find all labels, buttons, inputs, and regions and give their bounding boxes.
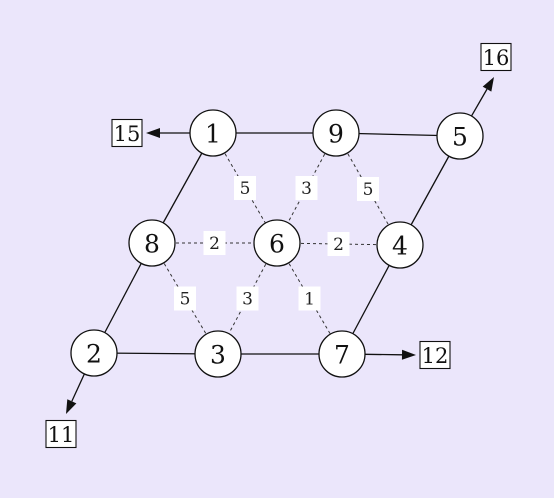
output-box-label: 11 bbox=[48, 423, 75, 447]
edge-weight-label: 3 bbox=[242, 290, 253, 310]
arrowhead-icon bbox=[66, 399, 77, 414]
output-box bbox=[45, 419, 77, 449]
node-label: 7 bbox=[334, 341, 350, 370]
node-2: 2 bbox=[70, 329, 118, 377]
node-circle bbox=[70, 329, 118, 377]
output-box-label: 15 bbox=[114, 122, 141, 146]
node-8: 8 bbox=[128, 219, 176, 267]
node-label: 9 bbox=[328, 120, 344, 149]
arrow-shaft bbox=[71, 373, 85, 402]
arrowhead-icon bbox=[146, 128, 160, 138]
edge-weight-label: 2 bbox=[209, 234, 220, 254]
node-circle bbox=[189, 109, 237, 157]
node-label: 1 bbox=[205, 120, 221, 149]
node-label: 8 bbox=[144, 230, 160, 259]
node-circle bbox=[194, 330, 242, 378]
node-label: 6 bbox=[269, 230, 285, 259]
arrowhead-icon bbox=[482, 77, 494, 92]
weight-label-background bbox=[357, 177, 379, 201]
arrow-shaft bbox=[364, 353, 403, 356]
weight-label-background bbox=[203, 231, 226, 255]
arrow-shaft bbox=[470, 88, 488, 117]
output-box bbox=[480, 42, 512, 72]
node-label: 4 bbox=[392, 232, 408, 261]
node-layer: 1 9 5 8 6 4 2 3 7 bbox=[70, 109, 484, 378]
edge-weight-label: 5 bbox=[180, 290, 191, 310]
node-circle bbox=[318, 330, 366, 378]
weight-label-background bbox=[234, 176, 256, 200]
weight-label-background bbox=[295, 176, 318, 200]
weight-label-background bbox=[174, 286, 196, 311]
output-box bbox=[111, 118, 143, 148]
weight-layer: 5 3 5 2 2 5 3 1 bbox=[174, 176, 379, 311]
node-label: 5 bbox=[452, 123, 468, 152]
output-box bbox=[419, 340, 451, 370]
node-label: 3 bbox=[210, 341, 226, 370]
node-3: 3 bbox=[194, 330, 242, 378]
node-1: 1 bbox=[189, 109, 237, 157]
node-6: 6 bbox=[253, 219, 301, 267]
weight-label-background bbox=[327, 232, 350, 256]
node-circle bbox=[128, 219, 176, 267]
output-box-label: 16 bbox=[483, 46, 510, 70]
edge-weight-label: 3 bbox=[301, 179, 312, 199]
node-9: 9 bbox=[312, 109, 360, 157]
node-7: 7 bbox=[318, 330, 366, 378]
node-circle bbox=[436, 112, 484, 160]
edge-weight-label: 1 bbox=[304, 290, 315, 310]
node-5: 5 bbox=[436, 112, 484, 160]
edge-weight-label: 2 bbox=[333, 235, 344, 255]
output-box-label: 12 bbox=[422, 344, 449, 368]
weight-label-background bbox=[298, 286, 321, 311]
edge-weight-label: 5 bbox=[363, 180, 374, 200]
node-circle bbox=[312, 109, 360, 157]
edge-weight-label: 5 bbox=[240, 179, 251, 199]
node-label: 2 bbox=[86, 340, 102, 369]
weight-label-background bbox=[236, 286, 259, 311]
node-circle bbox=[253, 219, 301, 267]
node-circle bbox=[376, 221, 424, 269]
node-4: 4 bbox=[376, 221, 424, 269]
arrowhead-icon bbox=[401, 349, 416, 360]
